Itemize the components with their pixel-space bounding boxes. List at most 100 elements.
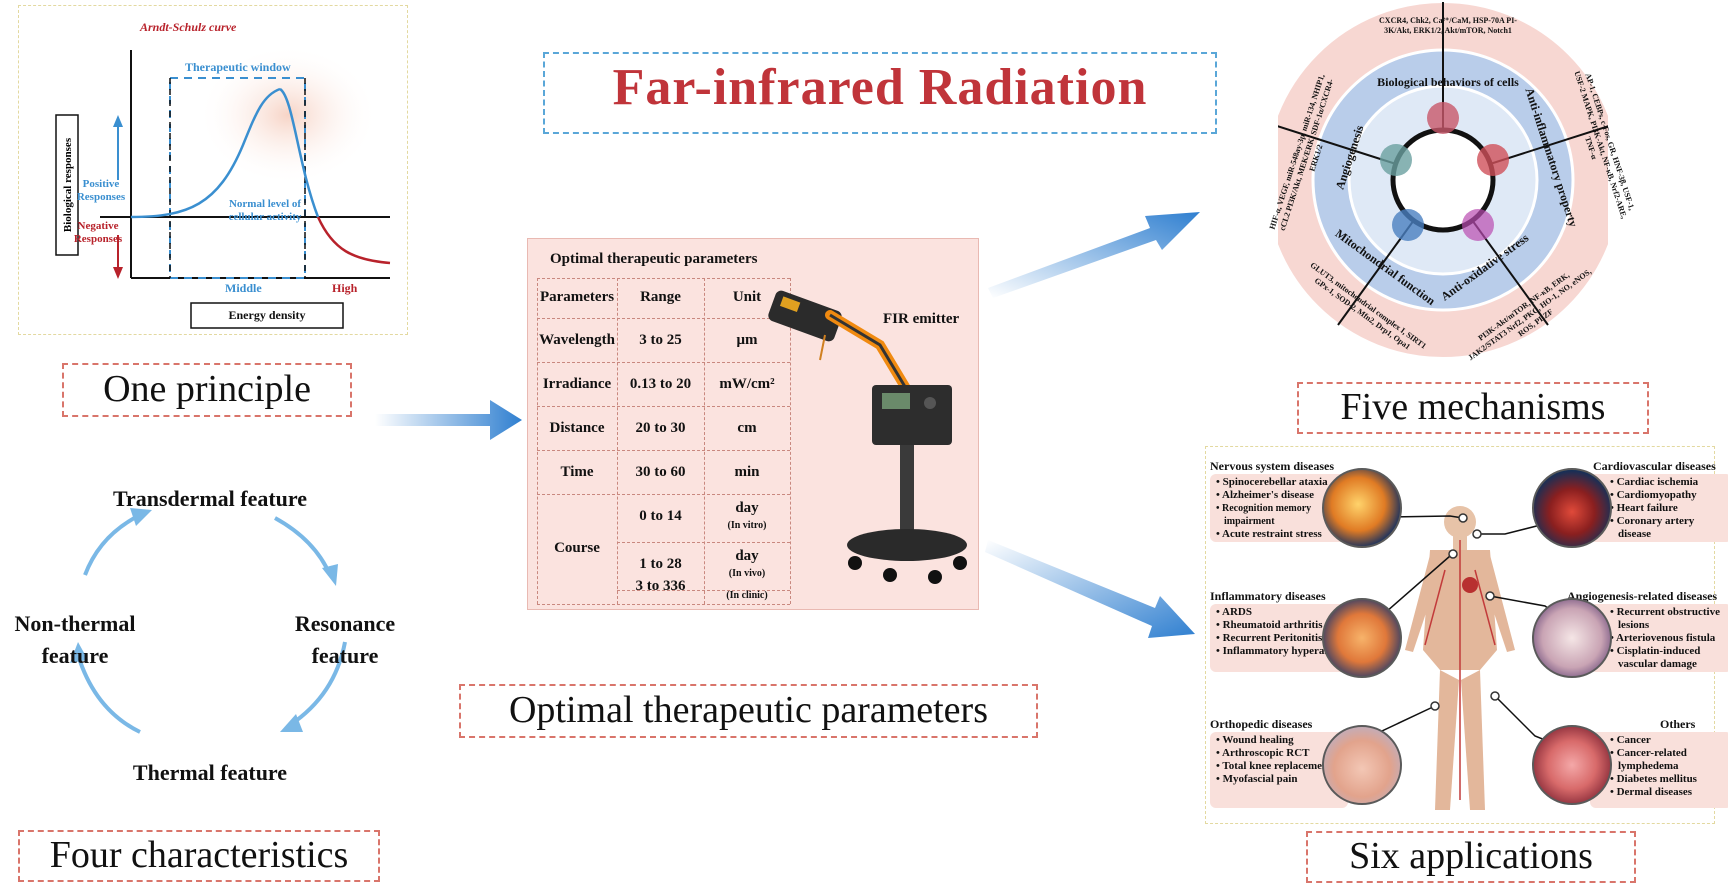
- course-range: 0 to 14: [639, 508, 682, 524]
- param-range: 0.13 to 20: [629, 376, 692, 392]
- vessels-image: [1532, 598, 1612, 678]
- list-item: Coronary artery disease: [1617, 515, 1728, 541]
- course-range: 3 to 336: [635, 578, 686, 594]
- course-note: (In clinic): [726, 590, 768, 601]
- x-label-box: [190, 302, 344, 329]
- mechanisms-caption: Five mechanisms: [1340, 386, 1606, 428]
- positive-label: Positive Responses: [76, 178, 126, 203]
- lungs-image: [1322, 598, 1402, 678]
- course-unit: day: [735, 548, 759, 564]
- param-range: 20 to 30: [635, 420, 686, 436]
- arndt-schulz-curve: Biological responses: [55, 45, 391, 329]
- resonance-feature: Resonance feature: [294, 611, 396, 668]
- list-item: Cardiomyopathy: [1617, 489, 1728, 502]
- list-item: Diabetes mellitus: [1617, 773, 1728, 786]
- stand-base: [847, 529, 967, 561]
- list-item: Arthroscopic RCT: [1222, 747, 1344, 760]
- list-item: Acute restraint stress: [1222, 528, 1354, 541]
- human-body-figure: [1405, 506, 1515, 810]
- list-item: Total knee replacement: [1222, 760, 1344, 773]
- list-item: Recurrent Peritonitis: [1223, 632, 1354, 645]
- param-name: Wavelength: [539, 332, 615, 348]
- list-item: Heart failure: [1617, 502, 1728, 515]
- list-item: Myofascial pain: [1223, 773, 1344, 786]
- param-range: 30 to 60: [635, 464, 686, 480]
- characteristics-cycle: [70, 508, 347, 734]
- arrow-to-parameters: [375, 400, 522, 440]
- list-item: Wound healing: [1222, 734, 1344, 747]
- emitter-label: FIR emitter: [883, 311, 960, 327]
- arrow-to-mechanisms: [988, 212, 1200, 298]
- header-parameters: Parameters: [539, 289, 615, 305]
- positive-curve: [130, 87, 281, 219]
- decline-curve: [279, 87, 320, 218]
- middle-label: Middle: [225, 281, 262, 295]
- applications-caption: Six applications: [1349, 835, 1593, 877]
- app-title-cardiovascular: Cardiovascular diseases: [1593, 459, 1716, 473]
- y-axis-label: Biological responses: [62, 137, 74, 232]
- y-label-box: [55, 114, 79, 256]
- light-glow: [198, 45, 378, 185]
- negative-label: Negative Responses: [73, 220, 123, 245]
- characteristics-caption: Four characteristics: [49, 834, 349, 876]
- heart-image: [1532, 468, 1612, 548]
- transdermal-feature: Transdermal feature: [112, 486, 308, 511]
- stand-pole: [900, 445, 914, 535]
- list-item: Cancer: [1617, 734, 1728, 747]
- knee-image: [1322, 725, 1402, 805]
- app-box-angiogenesis: Recurrent obstructive lesions Arterioven…: [1590, 604, 1728, 672]
- list-item: Cardiac ischemia: [1617, 476, 1728, 489]
- param-unit: min: [734, 464, 760, 480]
- list-item: Rheumatoid arthritis: [1223, 619, 1354, 632]
- curve-title: Arndt-Schulz curve: [140, 20, 237, 34]
- normal-level-label: Normal level of cellular activity: [228, 198, 302, 223]
- arrow-to-applications: [985, 540, 1195, 638]
- applications-caption-frame: [1306, 831, 1636, 883]
- list-item: Arteriovenous fistula: [1616, 632, 1728, 645]
- principle-caption: One principle: [103, 368, 311, 410]
- header-unit: Unit: [732, 289, 762, 305]
- parameters-caption-frame: [459, 684, 1038, 738]
- characteristics-caption-frame: [18, 830, 380, 882]
- main-title: Far-infrared Radiation: [612, 59, 1148, 116]
- course-label: Course: [554, 540, 600, 556]
- table-title: Optimal therapeutic parameters: [550, 251, 758, 267]
- fir-emitter-device: [768, 290, 967, 584]
- app-title-orthopedic: Orthopedic diseases: [1210, 717, 1313, 731]
- tumor-cell-image: [1532, 725, 1612, 805]
- app-title-others: Others: [1660, 717, 1696, 731]
- high-label: High: [332, 281, 358, 295]
- list-item: Inflammatory hyperalgesia: [1223, 645, 1354, 658]
- x-axis-label: Energy density: [228, 308, 306, 322]
- principle-caption-frame: [62, 363, 352, 417]
- list-item: Recognition memory impairment: [1222, 502, 1354, 528]
- parameters-caption: Optimal therapeutic parameters: [508, 689, 988, 731]
- mechanisms-wheel: [1278, 1, 1608, 359]
- mech-inner-cells: Biological behaviors of cells: [1377, 75, 1519, 89]
- app-title-nervous: Nervous system diseases: [1210, 459, 1334, 473]
- param-name: Irradiance: [542, 376, 612, 392]
- course-note: (In vivo): [728, 568, 766, 579]
- non-thermal-feature: Non-thermal feature: [14, 611, 136, 668]
- course-note: (In vitro): [727, 520, 767, 531]
- course-range: 1 to 28: [639, 556, 682, 572]
- list-item: Cisplatin-induced vascular damage: [1617, 645, 1728, 671]
- param-name: Distance: [549, 420, 605, 436]
- mechanisms-caption-frame: [1297, 382, 1649, 434]
- param-unit: μm: [736, 332, 758, 348]
- negative-curve: [316, 216, 391, 265]
- app-box-others: Cancer Cancer-related lymphedema Diabete…: [1590, 732, 1728, 808]
- app-box-cardiovascular: Cardiac ischemia Cardiomyopathy Heart fa…: [1590, 474, 1728, 542]
- cycle-arrow-bottom-left: [76, 654, 141, 734]
- mech-outer-cells: CXCR4, Chk2, Ca²⁺/CaM, HSP-70A PI-3K/Akt…: [1379, 16, 1517, 35]
- param-range: 3 to 25: [639, 332, 682, 348]
- list-item: Alzheimer's disease: [1222, 489, 1354, 502]
- list-item: ARDS: [1222, 606, 1354, 619]
- brain-image: [1322, 468, 1402, 548]
- param-unit: mW/cm²: [719, 376, 775, 392]
- list-item: Recurrent obstructive lesions: [1617, 606, 1728, 632]
- app-title-inflammatory: Inflammatory diseases: [1210, 589, 1326, 603]
- list-item: Cancer-related lymphedema: [1617, 747, 1728, 773]
- cycle-arrow-right-bottom: [288, 641, 347, 727]
